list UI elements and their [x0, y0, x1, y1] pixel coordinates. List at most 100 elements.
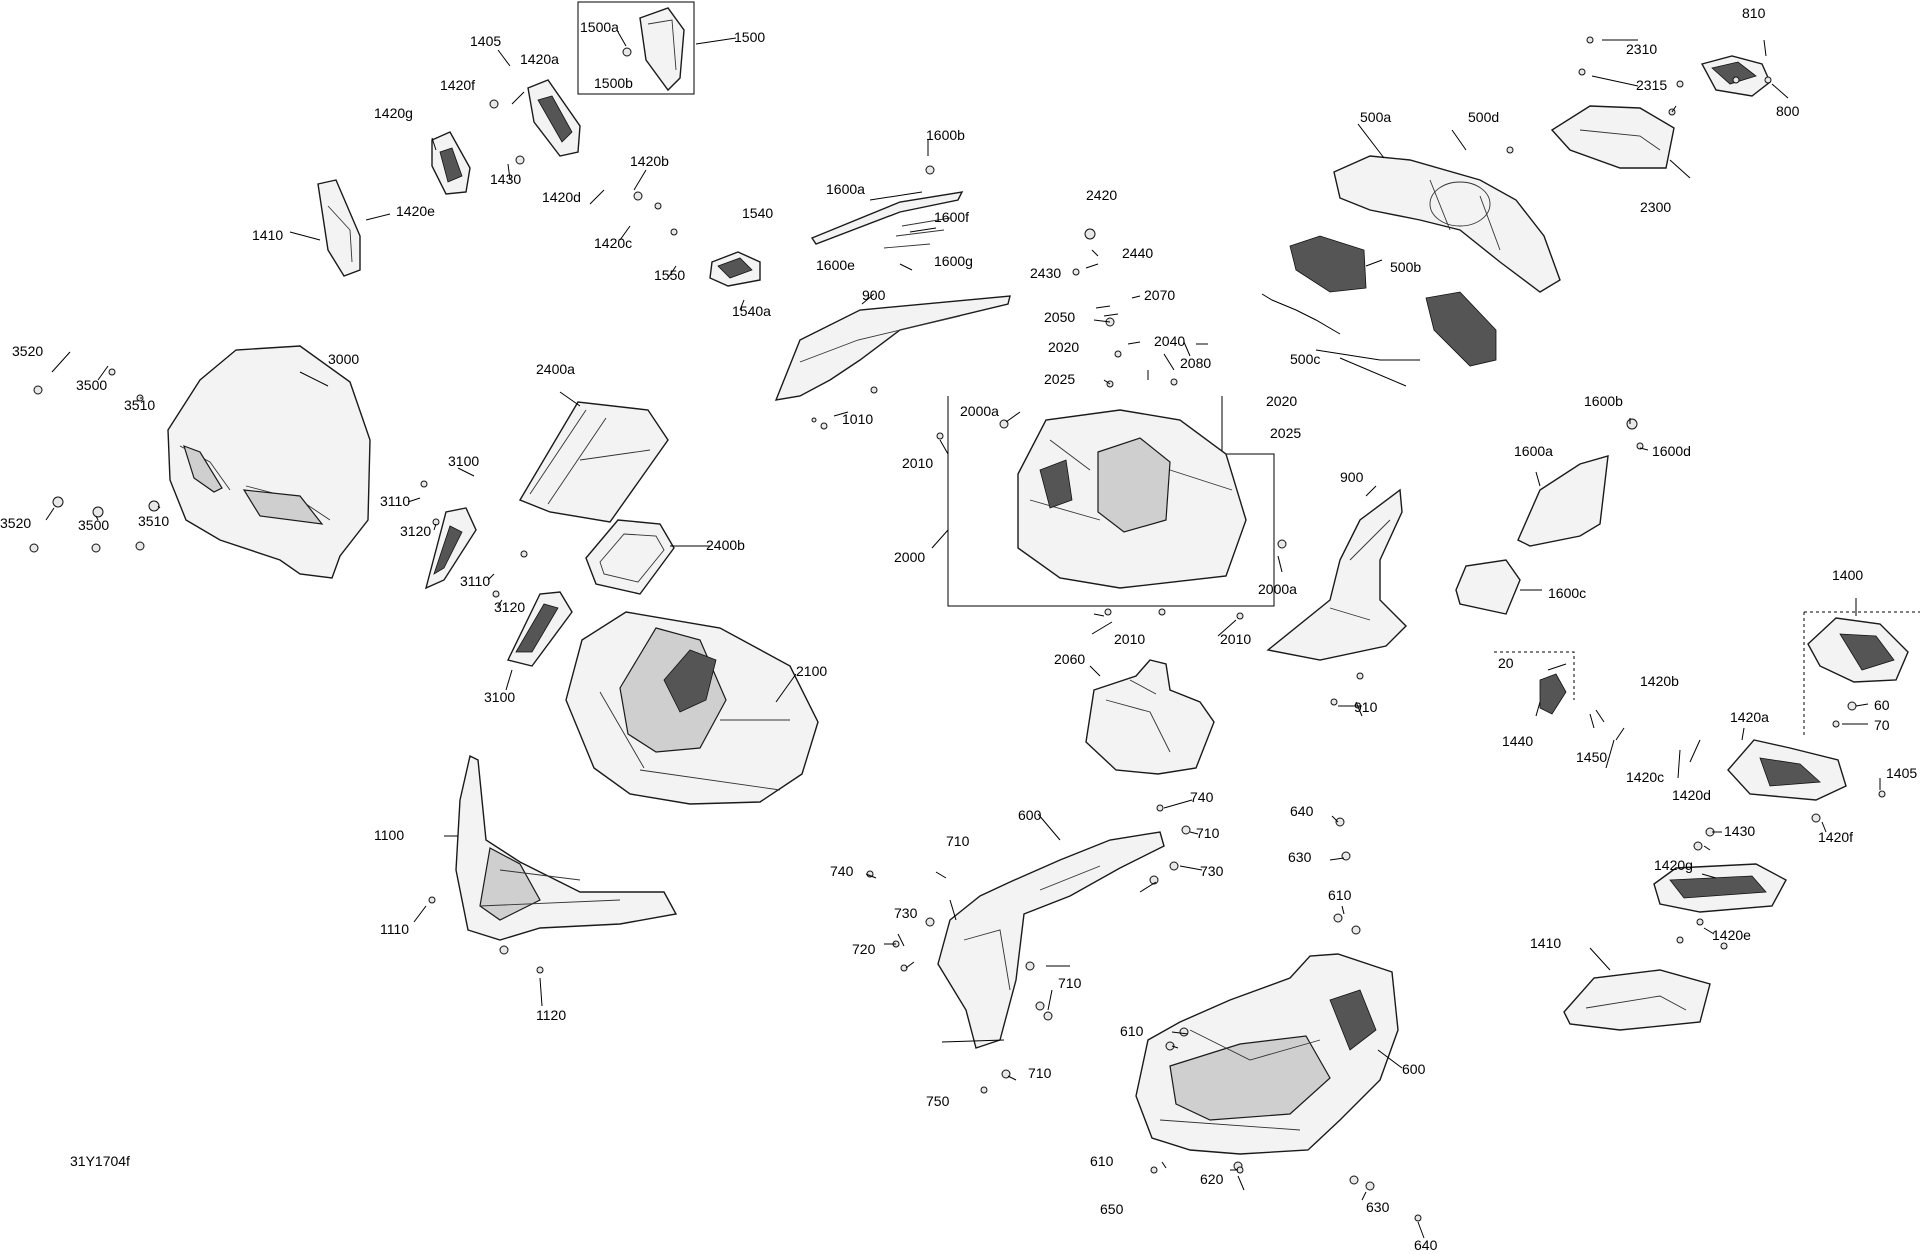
callout-label: 1100	[374, 827, 404, 843]
part-frame-600-lower	[1135, 953, 1399, 1155]
callout-label: 810	[1742, 5, 1766, 21]
callout-label: 1600f	[934, 209, 969, 225]
part-front-fascia-2100	[565, 611, 819, 805]
callout-label: 3110	[380, 493, 410, 509]
callout-label: 610	[1328, 887, 1352, 903]
callout-label: 2070	[1144, 287, 1175, 303]
callout-label: 1400	[1832, 567, 1863, 583]
callout-label: 3120	[400, 523, 431, 539]
callout-label: 1420d	[1672, 787, 1711, 803]
callout-label: 3000	[328, 351, 359, 367]
callout-label: 2400a	[536, 361, 575, 377]
callout-label: 500c	[1290, 351, 1320, 367]
callout-label: 1420f	[1818, 829, 1853, 845]
callout-label: 3100	[448, 453, 479, 469]
callout-label: 1600e	[816, 257, 855, 273]
callout-label: 2050	[1044, 309, 1075, 325]
callout-label: 2310	[1626, 41, 1657, 57]
part-light-cluster-left	[317, 79, 581, 277]
callout-label: 1420a	[1730, 709, 1769, 725]
callout-label: 640	[1414, 1237, 1438, 1253]
callout-label: 1420c	[1626, 769, 1664, 785]
callout-label: 2420	[1086, 187, 1117, 203]
callout-label: 1420g	[374, 105, 413, 121]
callout-label: 1420b	[630, 153, 669, 169]
callout-label: 900	[862, 287, 886, 303]
part-brackets-3100	[424, 507, 573, 667]
callout-label: 610	[1120, 1023, 1144, 1039]
callout-label: 1500	[734, 29, 765, 45]
callout-label: 1410	[1530, 935, 1561, 951]
callout-label: 60	[1874, 697, 1890, 713]
callout-label: 3510	[138, 513, 169, 529]
callout-label: 720	[852, 941, 876, 957]
callout-label: 3510	[124, 397, 155, 413]
callout-label: 710	[1196, 825, 1220, 841]
callout-label: 1420g	[1654, 857, 1693, 873]
callout-label: 2020	[1266, 393, 1297, 409]
callout-label: 1110	[380, 921, 409, 937]
callout-label: 20	[1498, 655, 1514, 671]
callout-label: 2060	[1054, 651, 1085, 667]
callout-label: 1600a	[1514, 443, 1553, 459]
callout-label: 800	[1776, 103, 1800, 119]
callout-label: 1405	[1886, 765, 1917, 781]
callout-label: 740	[830, 863, 854, 879]
callout-label: 640	[1290, 803, 1314, 819]
callout-label: 1420e	[1712, 927, 1751, 943]
callout-label: 650	[1100, 1201, 1124, 1217]
callout-label: 730	[894, 905, 918, 921]
callout-label: 1600d	[1652, 443, 1691, 459]
callout-label: 2400b	[706, 537, 745, 553]
callout-label: 1010	[842, 411, 873, 427]
callout-label: 1420b	[1640, 673, 1679, 689]
callout-label: 1540a	[732, 303, 771, 319]
callout-label: 600	[1402, 1061, 1426, 1077]
callout-label: 710	[1028, 1065, 1052, 1081]
callout-labels: 1500a 1500 1500b 1405 1420a 1420f 1420g …	[0, 5, 1917, 1253]
callout-label: 2300	[1640, 199, 1671, 215]
callout-label: 3100	[484, 689, 515, 705]
part-panel-1600a-right	[1455, 455, 1609, 615]
callout-label: 910	[1354, 699, 1378, 715]
callout-label: 1430	[1724, 823, 1755, 839]
callout-label: 600	[1018, 807, 1042, 823]
callout-label: 1420f	[440, 77, 475, 93]
callout-label: 500d	[1468, 109, 1499, 125]
callout-label: 3520	[12, 343, 43, 359]
callout-label: 710	[1058, 975, 1082, 991]
callout-label: 2000a	[1258, 581, 1297, 597]
callout-label: 1600c	[1548, 585, 1586, 601]
callout-label: 70	[1874, 717, 1890, 733]
part-airbox-2000	[947, 396, 1275, 607]
callout-label: 630	[1288, 849, 1312, 865]
leader-lines	[45, 31, 1881, 1239]
part-grilles-500b	[1289, 235, 1497, 367]
callout-label: 610	[1090, 1153, 1114, 1169]
part-cover-2400a	[518, 401, 669, 523]
callout-label: 1420e	[396, 203, 435, 219]
callout-label: 1120	[536, 1007, 566, 1023]
callout-label: 620	[1200, 1171, 1224, 1187]
callout-label: 3520	[0, 515, 31, 531]
part-side-panel-900-upper	[774, 295, 1011, 401]
callout-label: 1600g	[934, 253, 973, 269]
part-bracket-600-left	[937, 831, 1165, 1049]
callout-label: 3120	[494, 599, 525, 615]
drawing-id: 31Y1704f	[70, 1153, 130, 1169]
part-mirror-top	[577, 1, 695, 95]
callout-label: 1420d	[542, 189, 581, 205]
part-box-2060	[1085, 659, 1215, 775]
part-light-1400-right	[1803, 611, 1920, 736]
callout-label: 1540	[742, 205, 773, 221]
callout-label: 750	[926, 1093, 950, 1109]
callout-label: 1430	[490, 171, 521, 187]
callout-label: 2000	[894, 549, 925, 565]
part-lower-nose-1100	[455, 754, 678, 941]
callout-label: 2010	[1114, 631, 1145, 647]
part-windshield-3000	[167, 345, 371, 579]
callout-label: 1420c	[594, 235, 632, 251]
callout-label: 500b	[1390, 259, 1421, 275]
callout-label: 1440	[1502, 733, 1533, 749]
